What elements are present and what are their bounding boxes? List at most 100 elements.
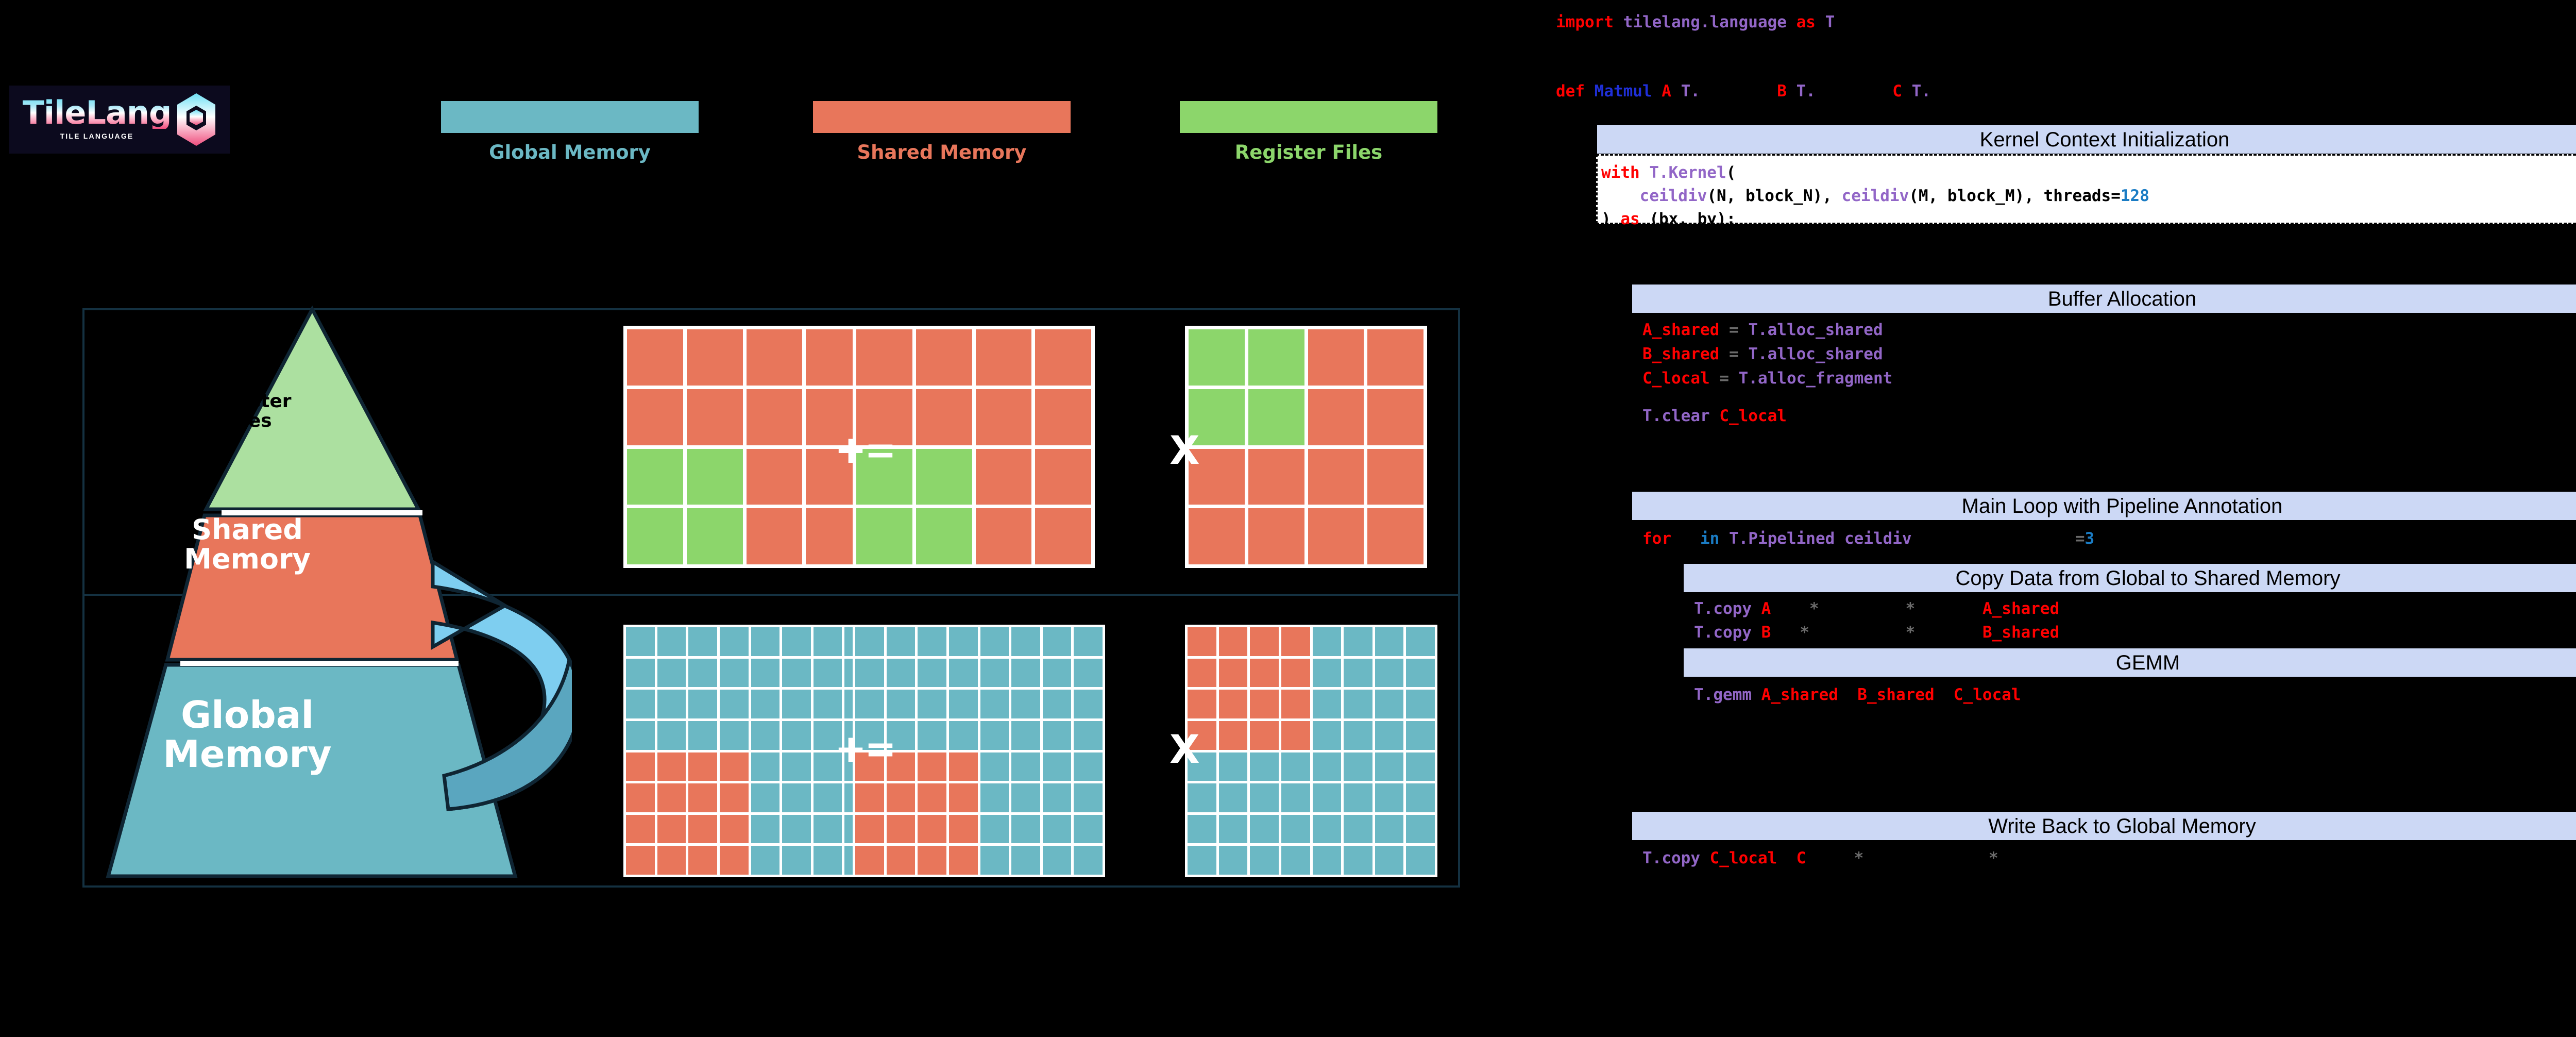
matrix-cell [855,752,884,781]
kernel-context-box [1596,154,2576,224]
matrix-cell [1074,846,1103,875]
matrix-cell [751,690,780,718]
matrix-cell [855,721,884,750]
code-copy-a: T.copy A * * A_shared [1694,599,2060,618]
matrix-cell [918,627,946,656]
matrix-cell [1375,814,1404,844]
section-header-main-loop: Main Loop with Pipeline Annotation [1632,492,2576,520]
matrix-cell [918,658,946,688]
matrix-cell [719,814,749,844]
matrix-cell [813,814,842,844]
matrix-cell [1074,721,1103,750]
pyramid-tier-global [106,663,518,878]
matrix-cell [1011,783,1040,812]
matrix-cell [886,721,916,750]
matrix-cell [782,627,811,656]
matrix-cell [688,814,717,844]
matrix-cell [980,658,1009,688]
matrix-cell [948,846,978,875]
matrix-cell [719,721,749,750]
section-header-copy-data: Copy Data from Global to Shared Memory [1684,564,2576,592]
matrix-cell [1218,627,1248,656]
operator-accumulate: += [835,727,896,771]
legend-label-global: Global Memory [489,141,651,163]
code-alloc-c: C_local = T.alloc_fragment [1642,369,1893,388]
matrix-cell [918,752,946,781]
matrix-cell [1011,814,1040,844]
matrix-cell [1308,508,1364,564]
matrix-cell [1011,658,1040,688]
legend-swatch-register [1180,101,1437,133]
cube-icon [177,93,216,146]
logo-wordmark: TileLang [22,94,172,131]
matrix-cell [813,627,842,656]
matrix-cell [918,690,946,718]
matrix-cell [1375,752,1404,781]
matrix-cell [1218,752,1248,781]
matrix-cell [657,627,686,656]
matrix-cell [1074,814,1103,844]
operator-multiply: X [1170,726,1200,772]
matrix-cell [855,783,884,812]
matrix-cell [657,690,686,718]
matrix-cell [719,658,749,688]
matrix-cell [1218,783,1248,812]
matrix-cell [980,627,1009,656]
matrix-cell [1035,389,1091,445]
tilelang-logo: TileLang TILE LANGUAGE [9,86,230,154]
matrix-cell [1250,658,1279,688]
matrix-cell [1375,690,1404,718]
matrix-register-level-C [623,326,866,568]
matrix-cell [948,690,978,718]
code-for-loop: for in T.Pipelined ceildiv =3 [1642,529,2095,548]
matrix-cell [813,658,842,688]
section-header-buffer-allocation: Buffer Allocation [1632,285,2576,313]
matrix-cell [1406,658,1435,688]
matrix-cell [751,846,780,875]
matrix-cell [626,658,655,688]
matrix-cell [980,783,1009,812]
matrix-cell [948,783,978,812]
matrix-cell [1218,690,1248,718]
matrix-cell [856,508,912,564]
matrix-cell [886,783,916,812]
matrix-cell [1188,721,1216,750]
matrix-cell [688,658,717,688]
matrix-cell [1189,508,1245,564]
matrix-cell [782,846,811,875]
matrix-cell [918,814,946,844]
matrix-cell [975,448,1032,505]
matrix-cell [1406,721,1435,750]
matrix-cell [751,721,780,750]
matrix-cell [1406,783,1435,812]
legend-swatch-global [441,101,699,133]
matrix-cell [1312,721,1342,750]
matrix-cell [886,658,916,688]
matrix-cell [975,389,1032,445]
matrix-cell [1042,846,1072,875]
matrix-cell [746,508,803,564]
matrix-cell [1189,389,1245,445]
matrix-cell [813,721,842,750]
matrix-cell [782,752,811,781]
matrix-cell [1406,752,1435,781]
matrix-cell [1248,448,1304,505]
section-header-write-back: Write Back to Global Memory [1632,812,2576,840]
matrix-register-level-A [853,326,1095,568]
matrix-cell [886,690,916,718]
matrix-cell [813,783,842,812]
matrix-cell [1312,846,1342,875]
matrix-cell [980,752,1009,781]
matrix-cell [813,690,842,718]
matrix-cell [1281,721,1310,750]
matrix-cell [1344,721,1372,750]
legend-item-shared: Shared Memory [813,101,1071,163]
matrix-cell [886,846,916,875]
matrix-cell [1042,627,1072,656]
matrix-cell [782,783,811,812]
matrix-cell [1218,721,1248,750]
matrix-cell [1312,627,1342,656]
matrix-cell [1035,329,1091,386]
diagram-panel [82,308,1460,888]
matrix-global-level-A [853,625,1105,877]
